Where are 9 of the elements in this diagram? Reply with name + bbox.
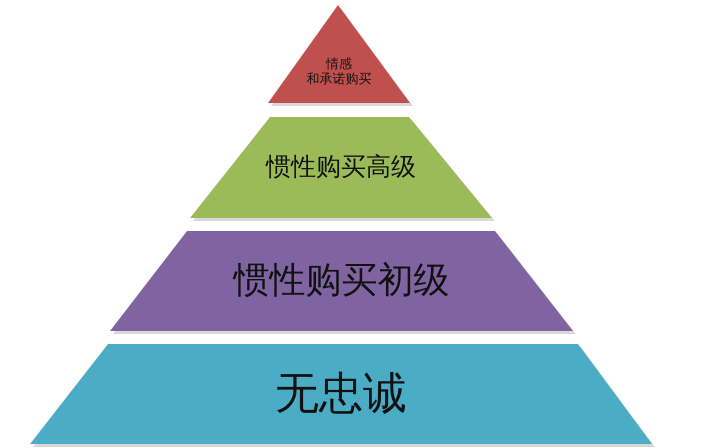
level-label: 惯性购买初级 (234, 260, 450, 302)
pyramid-level (30, 344, 652, 444)
pyramid-level (190, 117, 492, 218)
level-label: 惯性购买高级 (266, 153, 416, 182)
level-label: 情感 (326, 58, 352, 72)
level-label: 无忠诚 (275, 368, 407, 420)
pyramid-level (268, 5, 410, 103)
pyramid-level (110, 231, 573, 331)
level-label: 和承诺购买 (306, 73, 372, 88)
